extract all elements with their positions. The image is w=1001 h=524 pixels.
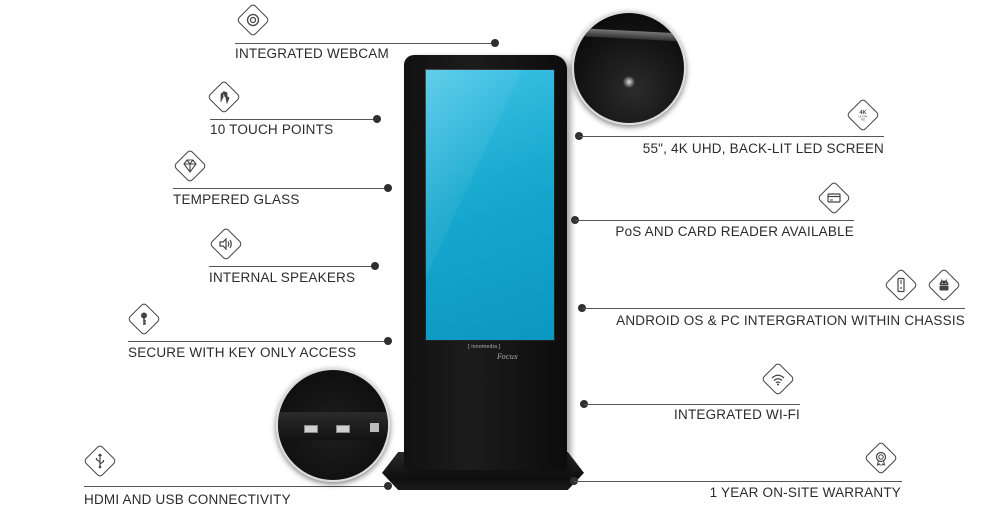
webcam-closeup	[572, 11, 686, 125]
4k-icon-text: 4K	[859, 110, 866, 116]
usb-port	[304, 425, 318, 433]
hd-icon-text: HD	[861, 118, 865, 122]
speakers-leader-line	[209, 266, 375, 267]
feature-label-screen: 55", 4K UHD, BACK-LIT LED SCREEN	[642, 141, 884, 156]
kiosk-screen	[425, 69, 555, 341]
key-leader-dot	[384, 337, 392, 345]
screen-leader-line	[579, 136, 884, 137]
feature-label-os: ANDROID OS & PC INTERGRATION WITHIN CHAS…	[616, 313, 965, 328]
feature-label-pos: PoS AND CARD READER AVAILABLE	[615, 224, 854, 239]
ultra-icon-text: ULTRA	[859, 115, 868, 119]
usb-leader-line	[84, 486, 388, 487]
feature-label-glass: TEMPERED GLASS	[173, 192, 300, 207]
webcam-leader-line	[235, 43, 495, 44]
webcam-icon	[236, 3, 270, 37]
ports-closeup	[276, 368, 390, 482]
diamond-icon	[173, 149, 207, 183]
glass-leader-line	[173, 188, 388, 189]
key-leader-line	[128, 341, 388, 342]
4k-ultra-hd-icon: 4K ULTRA HD	[846, 98, 880, 132]
usb-icon	[83, 444, 117, 478]
webcam-leader-dot	[491, 39, 499, 47]
glass-leader-dot	[384, 184, 392, 192]
kiosk-top-edge	[574, 27, 684, 43]
speaker-icon	[209, 227, 243, 261]
key-icon	[127, 302, 161, 336]
feature-label-wifi: INTEGRATED WI-FI	[674, 407, 800, 422]
touch-hand-icon	[207, 80, 241, 114]
feature-label-warranty: 1 YEAR ON-SITE WARRANTY	[709, 485, 901, 500]
feature-label-speakers: INTERNAL SPEAKERS	[209, 270, 356, 285]
kiosk-brand: [ innomedia ]	[468, 344, 501, 350]
warranty-badge-icon	[864, 441, 898, 475]
wifi-icon	[761, 362, 795, 396]
feature-label-usb: HDMI AND USB CONNECTIVITY	[84, 492, 291, 507]
os-leader-line	[582, 308, 965, 309]
kiosk-model: Focus	[497, 353, 518, 361]
warranty-leader-line	[574, 481, 902, 482]
wifi-leader-line	[584, 404, 800, 405]
pos-leader-line	[575, 220, 854, 221]
usb-leader-dot	[384, 482, 392, 490]
webcam-lens	[623, 76, 635, 88]
feature-label-webcam: INTEGRATED WEBCAM	[235, 46, 389, 61]
card-reader-icon	[817, 181, 851, 215]
feature-label-touch: 10 TOUCH POINTS	[210, 122, 334, 137]
feature-label-key: SECURE WITH KEY ONLY ACCESS	[128, 345, 357, 360]
speakers-leader-dot	[371, 262, 379, 270]
touch-leader-dot	[373, 115, 381, 123]
pc-tower-icon	[884, 268, 918, 302]
android-icon	[927, 268, 961, 302]
port-panel	[278, 412, 388, 440]
ethernet-port	[370, 423, 379, 432]
touch-leader-line	[210, 119, 377, 120]
usb-port	[336, 425, 350, 433]
